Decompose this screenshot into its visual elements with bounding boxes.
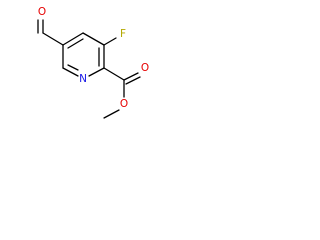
aldehyde-oxygen-atom-label: O xyxy=(38,6,46,18)
bond-c3-f xyxy=(103,37,117,46)
carbonyl-oxygen-atom-label: O xyxy=(141,62,149,74)
bond-n-c6 xyxy=(62,67,79,77)
bonds xyxy=(37,19,141,119)
ester-oxygen-atom-label: O xyxy=(120,98,128,110)
fluorine-atom-label: F xyxy=(120,28,126,40)
bond-ester-c-o-double-a xyxy=(123,72,139,81)
atom-labels: F N O O O xyxy=(38,6,149,110)
bond-c2-ester-c xyxy=(103,67,125,81)
bond-c5-cho xyxy=(42,32,64,46)
bond-c5-c4 xyxy=(62,32,84,46)
molecule-structure: F N O O O xyxy=(37,6,149,119)
bond-c5-c4-inner xyxy=(67,38,84,49)
bond-ester-c-o-double-b xyxy=(125,76,141,85)
bond-c2-n xyxy=(88,67,105,77)
bond-c4-c3 xyxy=(82,32,105,46)
bond-n-c6-inner xyxy=(67,64,79,71)
bond-o-methyl xyxy=(103,109,120,119)
ring-nitrogen-atom-label: N xyxy=(79,73,87,85)
